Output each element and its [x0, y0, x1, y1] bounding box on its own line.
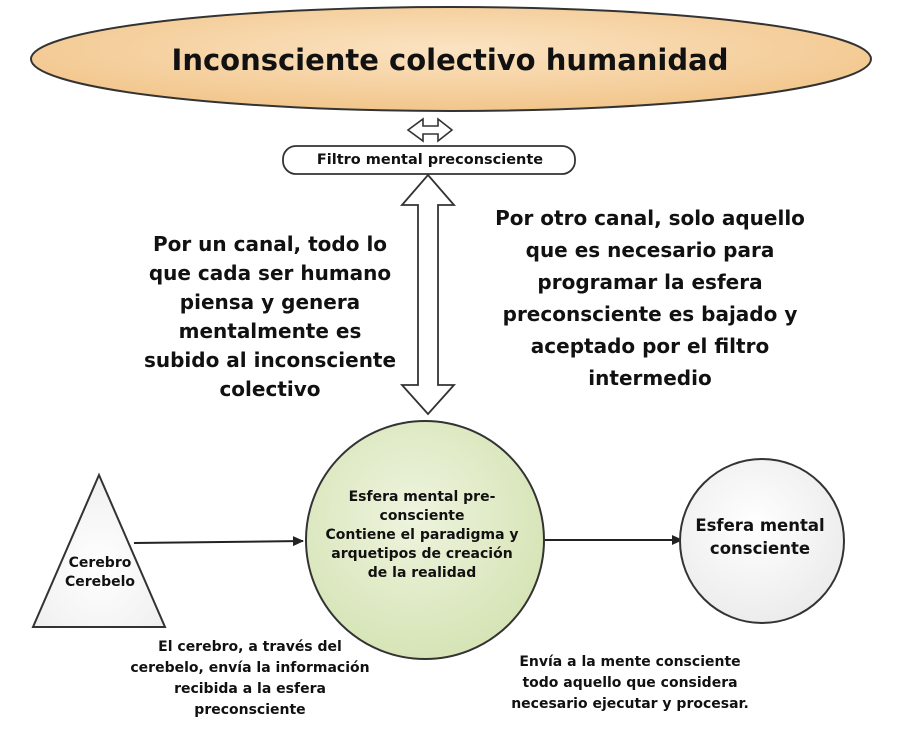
brain-triangle [31, 472, 167, 628]
upload-channel-line: subido al inconsciente [143, 348, 397, 372]
preconscious-line: arquetipos de creación [331, 546, 513, 562]
upload-channel-line: Por un canal, todo lo [152, 232, 388, 256]
conscious-note: Envía a la mente consciente todo aquello… [495, 652, 765, 715]
brain-to-preconscious-arrow [133, 536, 304, 547]
download-channel-line: programar la esfera [537, 270, 763, 294]
upload-channel-line: piensa y genera [179, 290, 361, 314]
brain-note: El cerebro, a través del cerebelo, envía… [125, 637, 375, 721]
conscious-note-line: necesario ejecutar y procesar. [511, 696, 749, 712]
conscious-line: Esfera mental [695, 516, 825, 535]
brain-note-line: preconsciente [194, 702, 306, 718]
upload-channel-line: mentalmente es [178, 319, 362, 343]
title-label: Inconsciente colectivo humanidad [171, 43, 729, 77]
preconscious-line: de la realidad [367, 565, 477, 581]
conscious-note-line: todo aquello que considera [522, 675, 738, 691]
brain-text: Cerebro Cerebelo [50, 554, 150, 592]
conscious-sphere [679, 458, 845, 624]
brain-line: Cerebro [68, 555, 132, 571]
download-channel-line: preconsciente es bajado y [502, 302, 798, 326]
conscious-sphere-text: Esfera mental consciente [690, 514, 830, 560]
download-channel-line: aceptado por el filtro [530, 334, 770, 358]
conscious-line: consciente [709, 539, 811, 558]
preconscious-line: consciente [379, 508, 465, 524]
brain-note-line: El cerebro, a través del [158, 639, 342, 655]
brain-note-line: cerebelo, envía la información [130, 660, 370, 676]
upload-channel-text: Por un canal, todo lo que cada ser human… [135, 230, 405, 404]
brain-note-line: recibida a la esfera [174, 681, 326, 697]
preconscious-line: Esfera mental pre- [348, 489, 496, 505]
download-channel-line: Por otro canal, solo aquello [495, 206, 805, 230]
upload-channel-line: que cada ser humano [148, 261, 392, 285]
download-channel-line: intermedio [588, 366, 712, 390]
filter-connector-arrow [406, 117, 454, 143]
download-channel-text: Por otro canal, solo aquello que es nece… [480, 202, 820, 394]
collective-unconscious-ellipse [30, 6, 872, 112]
vertical-channel-arrow [399, 173, 457, 416]
download-channel-line: que es necesario para [525, 238, 775, 262]
preconscious-sphere-text: Esfera mental pre- consciente Contiene e… [322, 488, 522, 583]
filter-box [282, 145, 576, 175]
preconscious-line: Contiene el paradigma y [325, 527, 519, 543]
upload-channel-line: colectivo [219, 377, 321, 401]
brain-line: Cerebelo [64, 574, 136, 590]
conscious-note-line: Envía a la mente consciente [519, 654, 741, 670]
preconscious-sphere [305, 420, 545, 660]
filter-label: Filtro mental preconsciente [316, 152, 544, 168]
